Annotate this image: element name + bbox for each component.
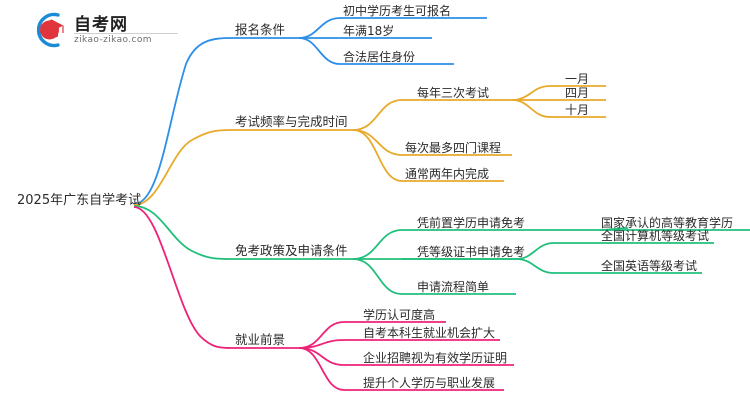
mindmap-branch-baomingtiaojian[interactable]: 报名条件 [232,22,288,39]
node-label: 每年三次考试 [417,86,490,100]
branch-label: 免考政策及申请条件 [235,243,348,258]
mindmap-node-shenqing-liucheng[interactable]: 申请流程简单 [414,281,492,295]
mindmap-root-node[interactable]: 2025年广东自学考试 [14,194,144,209]
branch-label: 就业前景 [235,332,286,347]
node-label: 四月 [565,86,590,100]
mindmap-node-siyue[interactable]: 四月 [562,87,592,101]
logo-divider [74,33,178,34]
mindmap-node-meici-simen[interactable]: 每次最多四门课程 [402,142,504,156]
node-label: 凭等级证书申请免考 [417,245,526,259]
connector-baoming-to-c3 [298,37,341,65]
connector-jiuye-to-c3 [298,347,345,366]
node-label: 学历认可度高 [363,308,436,322]
branch-label: 考试频率与完成时间 [235,114,348,129]
connector-mianka-to-c1 [352,229,403,260]
connector-group-orange [133,85,606,206]
node-label: 申请流程简单 [417,280,490,294]
mindmap-node-shiyue[interactable]: 十月 [562,104,592,118]
node-label: 十月 [565,103,590,117]
node-label: 年满18岁 [343,24,395,38]
node-label: 企业招聘视为有效学历证明 [363,351,508,365]
node-label: 全国英语等级考试 [601,259,698,273]
mindmap-node-hefa-juzhu[interactable]: 合法居住身份 [340,51,418,65]
mindmap-node-nianman-18[interactable]: 年满18岁 [340,25,397,39]
mindmap-node-guojia-chengren[interactable]: 国家承认的高等教育学历 [598,217,736,231]
logo-url: zikao-zikao.com [74,35,152,45]
connector-c1-to-g1 [511,85,551,101]
mindmap-node-meinian-sanci[interactable]: 每年三次考试 [414,87,492,101]
connector-root-to-jiuye [133,206,233,349]
node-label: 提升个人学历与职业发展 [363,376,496,390]
mindmap-node-qiye-zhaopin[interactable]: 企业招聘视为有效学历证明 [360,352,510,366]
connector-jiuye-to-c4 [298,347,345,391]
node-label: 一月 [565,72,590,86]
node-label: 每次最多四门课程 [405,141,502,155]
mindmap-node-yiyue[interactable]: 一月 [562,73,592,87]
mindmap-node-liangnian-wancheng[interactable]: 通常两年内完成 [402,168,492,182]
branch-label: 报名条件 [235,22,286,37]
mindmap-node-tisheng-geren[interactable]: 提升个人学历与职业发展 [360,377,498,391]
mindmap-node-dengji-zhengshu[interactable]: 凭等级证书申请免考 [414,246,528,260]
connector-pinlv-to-c1 [352,99,403,131]
mindmap-branch-mianka-zhengce[interactable]: 免考政策及申请条件 [232,243,351,260]
connector-c2-to-g3 [515,258,555,274]
connector-jiuye-to-c1 [298,321,345,349]
connector-root-to-pinlv [133,129,233,206]
node-label: 通常两年内完成 [405,167,490,181]
graduation-cap-circle-logo-icon [36,12,64,48]
node-label: 合法居住身份 [343,50,416,64]
node-label: 凭前置学历申请免考 [417,216,526,230]
connector-pinlv-to-c3 [352,129,403,182]
mindmap-branch-jiuye-qianjing[interactable]: 就业前景 [232,332,288,349]
mindmap-node-chuzhong-xueli[interactable]: 初中学历考生可报名 [340,5,454,19]
mindmap-root-label: 2025年广东自学考试 [17,193,142,208]
mindmap-node-xueli-renke[interactable]: 学历认可度高 [360,309,438,323]
connector-pinlv-to-c2 [352,129,403,156]
connector-root-to-mianka [133,205,233,260]
connector-jiuye-to-c2 [298,339,345,349]
node-label: 初中学历考生可报名 [343,4,452,18]
mindmap-branch-kaoshi-pinlv[interactable]: 考试频率与完成时间 [232,114,351,131]
node-label: 自考本科生就业机会扩大 [363,326,496,340]
connector-c1-to-g3 [511,99,551,118]
mindmap-node-yingyu-dengji[interactable]: 全国英语等级考试 [598,260,700,274]
node-label: 国家承认的高等教育学历 [601,216,734,230]
mindmap-node-benke-jiuye[interactable]: 自考本科生就业机会扩大 [360,327,498,341]
site-logo: 自考网 zikao-zikao.com [28,8,188,52]
connector-root-to-baoming [133,37,233,205]
connector-mianka-to-c3 [352,258,403,295]
node-label: 全国计算机等级考试 [601,229,710,243]
logo-name-cn: 自考网 [74,15,128,35]
connector-baoming-to-c1 [298,17,341,39]
mindmap-node-jisuanji-dengji[interactable]: 全国计算机等级考试 [598,230,712,244]
mindmap-node-qianzhi-xueli[interactable]: 凭前置学历申请免考 [414,217,528,231]
